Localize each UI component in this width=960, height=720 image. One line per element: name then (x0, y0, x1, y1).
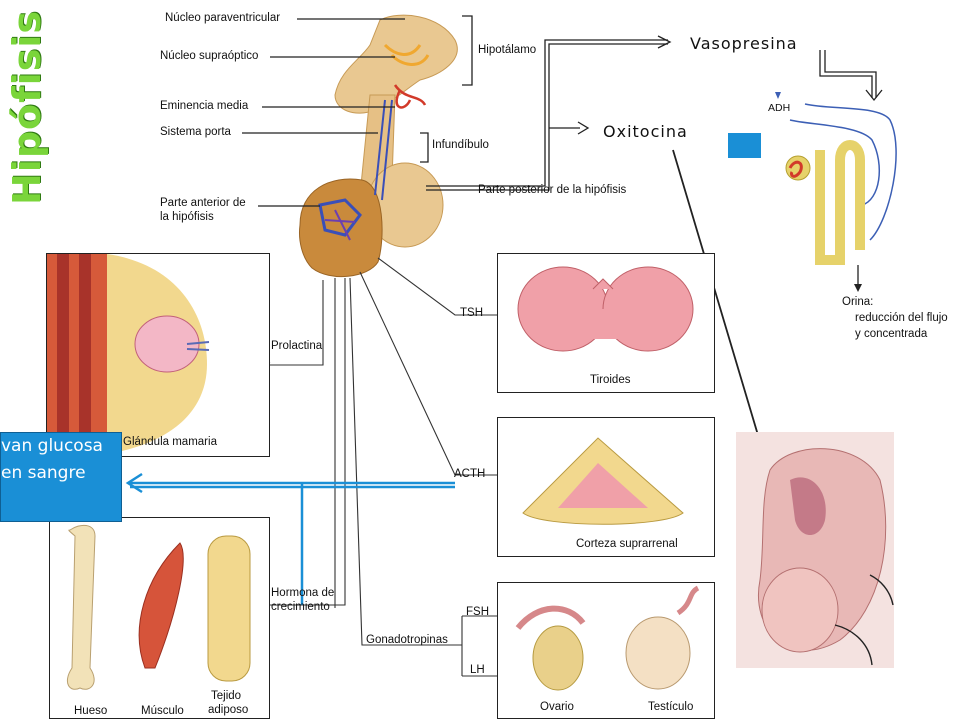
pituitary-drawing (299, 14, 458, 278)
label-parte-anterior-2: la hipófisis (160, 211, 214, 223)
label-eminencia-media: Eminencia media (160, 100, 249, 112)
panel-label-hueso: Hueso (74, 705, 108, 717)
callout-line-1: van glucosa (1, 436, 103, 456)
label-tsh: TSH (460, 307, 483, 319)
label-prolactina: Prolactina (271, 340, 323, 352)
leader-lines (242, 15, 672, 207)
panel-label-musculo: Músculo (141, 705, 184, 717)
panel-label-tejido-2: adiposo (208, 704, 249, 716)
kidney-drawing (775, 92, 897, 292)
label-hipotalamo: Hipotálamo (478, 44, 537, 56)
label-gonadotropinas: Gonadotropinas (366, 634, 448, 646)
panel-corteza-suprarrenal: Corteza suprarrenal (497, 417, 715, 557)
label-acth: ACTH (454, 468, 486, 480)
panel-label-ovario: Ovario (540, 701, 574, 713)
label-lh: LH (470, 664, 485, 676)
panel-glandula-mamaria: Glándula mamaria (46, 253, 270, 457)
panel-gonadas: Ovario Testículo (497, 582, 715, 719)
panel-crecimiento: Hueso Músculo Tejido adiposo (49, 517, 270, 719)
label-sistema-porta: Sistema porta (160, 126, 231, 138)
label-adh: ADH (768, 102, 791, 114)
hormone-oxitocina: Oxitocina (603, 122, 688, 141)
panel-label-corteza: Corteza suprarrenal (576, 538, 678, 550)
label-orina-3: y concentrada (855, 328, 928, 340)
label-orina-1: Orina: (842, 296, 874, 308)
label-hormona-crecimiento-1: Hormona de (271, 587, 335, 599)
panel-tiroides: Tiroides (497, 253, 715, 393)
glucose-callout: van glucosa en sangre (0, 432, 122, 522)
label-hormona-crecimiento-2: crecimiento (271, 601, 330, 613)
panel-label-tiroides: Tiroides (590, 374, 631, 386)
uterus-fetus-drawing (736, 432, 894, 668)
label-nucleo-supraoptico: Núcleo supraóptico (160, 50, 259, 62)
callout-line-2: en sangre (1, 463, 86, 483)
label-parte-posterior: Parte posterior de la hipófisis (478, 184, 627, 196)
label-fsh: FSH (466, 606, 489, 618)
blue-square-marker (728, 133, 761, 158)
label-orina-2: reducción del flujo (855, 312, 948, 324)
label-nucleo-paraventricular: Núcleo paraventricular (165, 12, 281, 24)
label-parte-anterior-1: Parte anterior de (160, 197, 246, 209)
hormone-vasopresina: Vasopresina (690, 34, 798, 53)
label-infundibulo: Infundíbulo (432, 139, 489, 151)
panel-label-tejido-1: Tejido (211, 690, 242, 702)
panel-label-testiculo: Testículo (648, 701, 694, 713)
panel-label-glandula: Glándula mamaria (123, 436, 217, 448)
